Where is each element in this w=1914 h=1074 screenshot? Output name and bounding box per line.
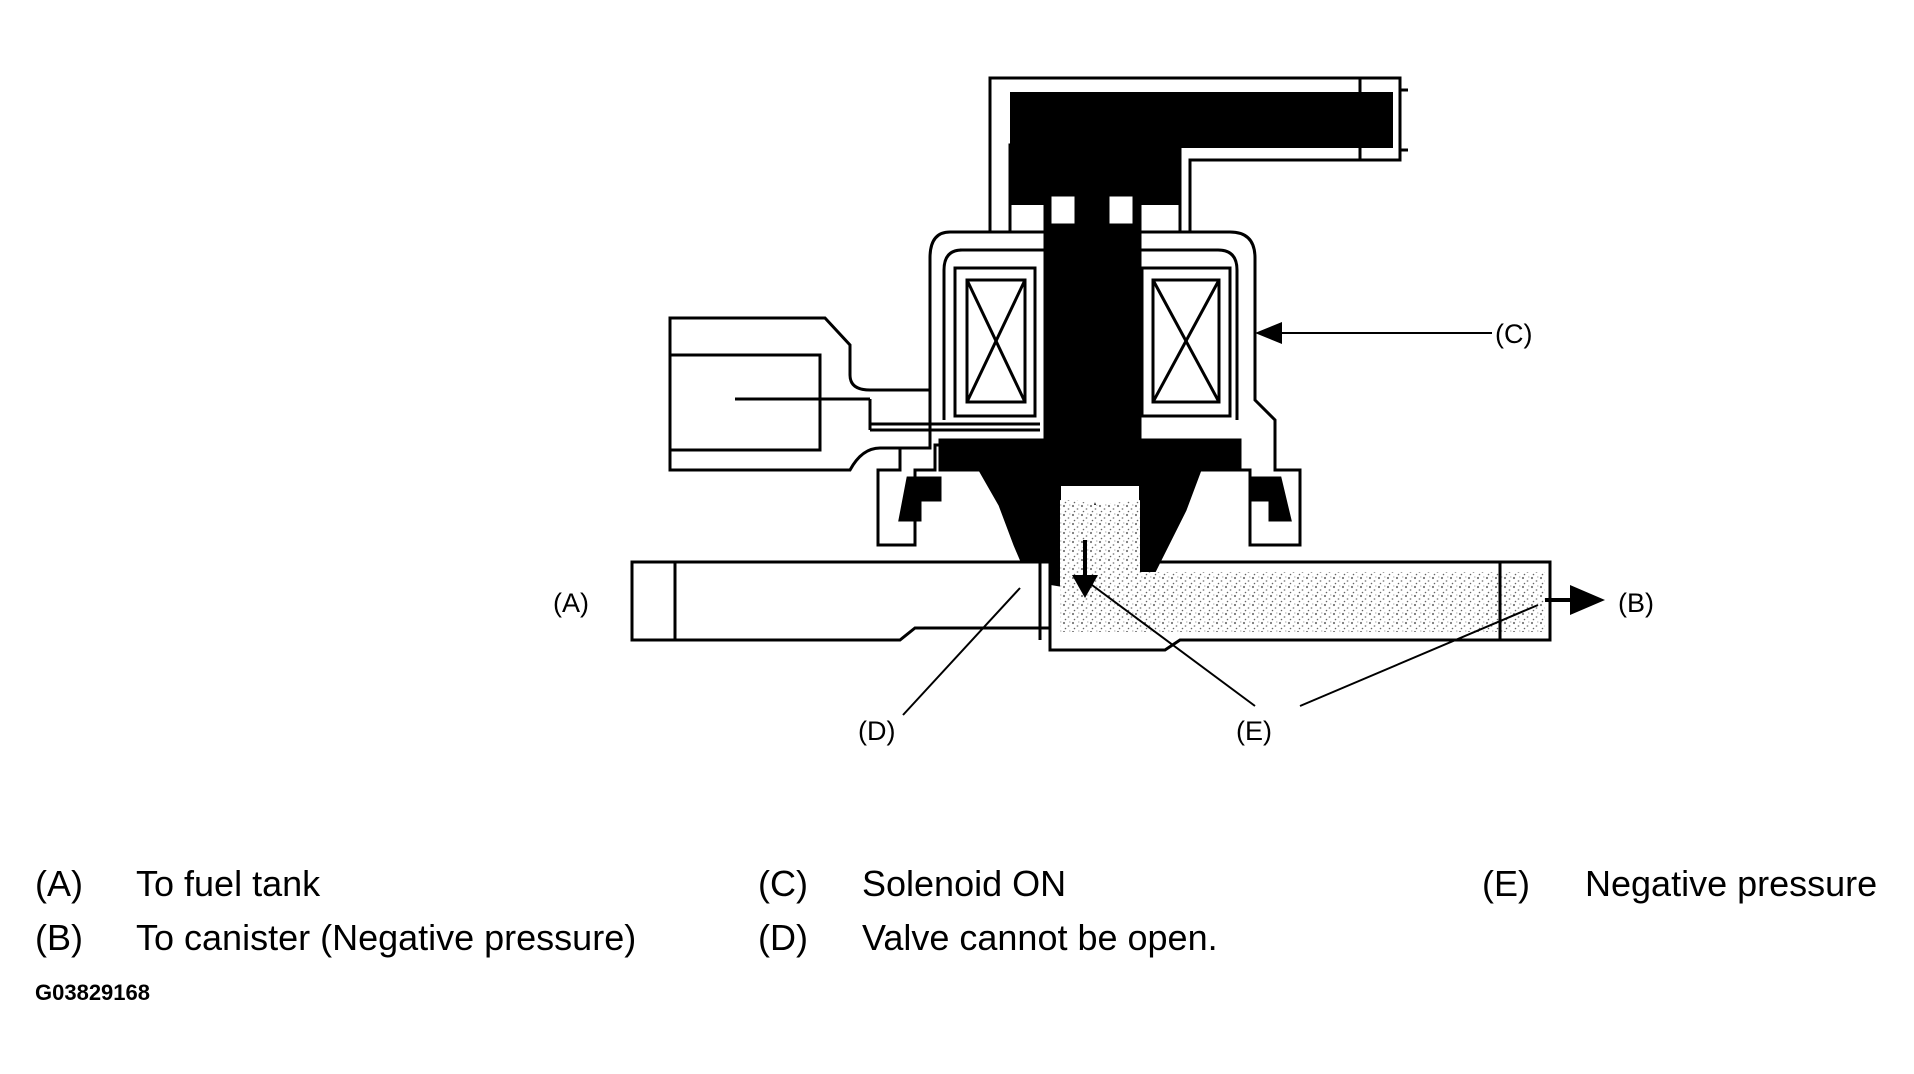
arrow-c	[1255, 322, 1282, 344]
pipe	[630, 560, 1052, 642]
callout-e: (E)	[1236, 716, 1272, 746]
valve-body	[630, 76, 1552, 652]
pipe-stipple	[1060, 572, 1545, 632]
pipe-right	[1048, 560, 1552, 652]
seal-left	[898, 476, 942, 522]
leader-d	[902, 587, 1021, 716]
seal-right	[1250, 476, 1292, 522]
flow-arrows	[1072, 322, 1605, 615]
callout-c: (C)	[1495, 319, 1532, 349]
callout-d: (D)	[858, 716, 895, 746]
connector	[668, 316, 932, 472]
callout-b: (B)	[1618, 588, 1654, 618]
leader-e2	[1299, 604, 1539, 707]
callout-a: (A)	[553, 588, 589, 618]
leader-lines	[902, 332, 1539, 716]
top-port-fill	[1003, 92, 1393, 205]
leader-e1	[1091, 584, 1256, 707]
